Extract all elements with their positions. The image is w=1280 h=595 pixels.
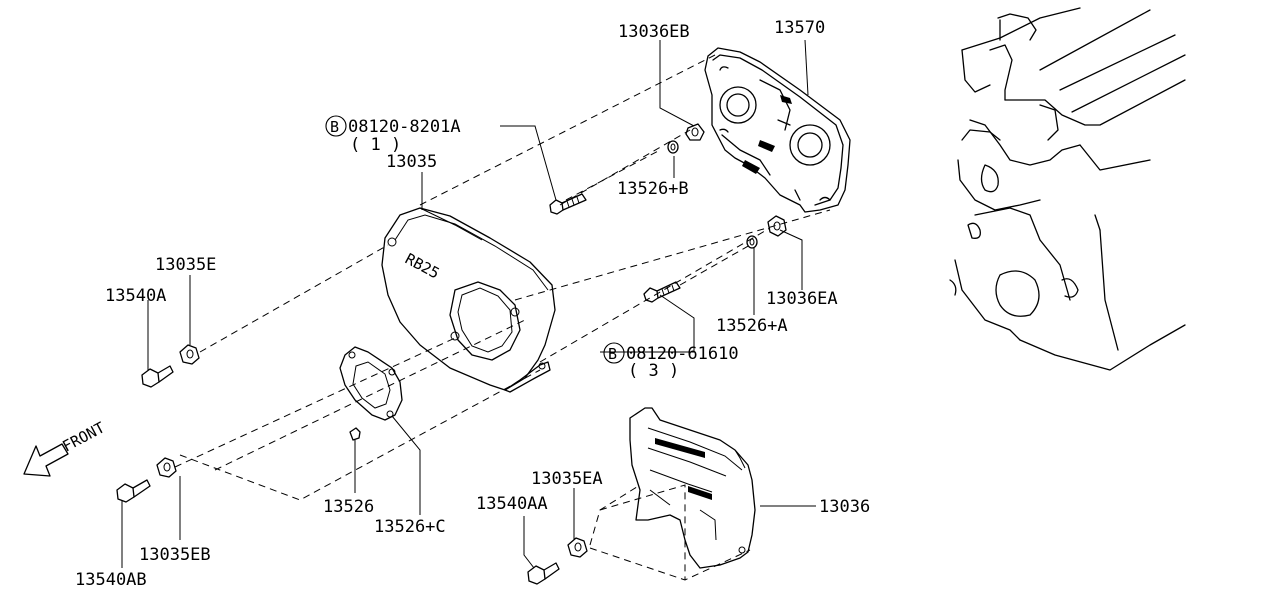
label-13540AA: 13540AA xyxy=(476,494,548,514)
label-13526C: 13526+C xyxy=(374,517,446,537)
engine-block-illustration xyxy=(949,7,1186,371)
label-13540A: 13540A xyxy=(105,286,166,306)
label-13526B: 13526+B xyxy=(617,179,689,199)
bolt-13540AB xyxy=(116,479,151,503)
gasket-13526C xyxy=(339,346,403,421)
label-13035EA: 13035EA xyxy=(531,469,603,489)
grommet-13036EB xyxy=(685,123,705,141)
washer-13526B xyxy=(667,140,679,154)
bolt-13540A xyxy=(141,365,174,388)
label-13035EB: 13035EB xyxy=(139,545,211,565)
leader-lines xyxy=(121,39,816,569)
front-cover-13035: RB25 xyxy=(381,207,556,393)
grommet-13035EB xyxy=(156,457,177,478)
front-direction-arrow: FRONT xyxy=(23,418,108,477)
grommet-13035EA xyxy=(567,537,588,558)
back-plate-13570 xyxy=(704,47,851,213)
label-08120-8201A: 08120-8201A xyxy=(348,117,461,137)
bolt-b-symbol-2: B xyxy=(608,345,617,363)
label-13036EA: 13036EA xyxy=(766,289,838,309)
label-13036: 13036 xyxy=(819,497,870,517)
label-13035: 13035 xyxy=(386,152,437,172)
label-13035E: 13035E xyxy=(155,255,216,275)
label-qty-1: ( 1 ) xyxy=(350,135,401,155)
bolt-callout-08120-61610: B 08120-61610 ( 3 ) xyxy=(603,342,739,381)
label-13036EB: 13036EB xyxy=(618,22,690,42)
front-label: FRONT xyxy=(59,418,107,455)
label-13526: 13526 xyxy=(323,497,374,517)
bolt-b-symbol-1: B xyxy=(330,118,339,136)
label-13570: 13570 xyxy=(774,18,825,38)
label-qty-3: ( 3 ) xyxy=(628,361,679,381)
bolt-callout-08120-8201A: B 08120-8201A ( 1 ) xyxy=(325,115,461,155)
grommet-13036EA xyxy=(767,215,787,237)
grommet-13035E xyxy=(179,344,200,365)
cover-badge-text: RB25 xyxy=(402,250,442,283)
label-13526A: 13526+A xyxy=(716,316,788,336)
lower-cover-13036 xyxy=(629,407,756,569)
bolt-13540AA xyxy=(527,562,560,585)
assembly-guide-lines xyxy=(174,54,831,581)
plug-13526 xyxy=(349,427,361,441)
label-08120-61610: 08120-61610 xyxy=(626,344,739,364)
label-13540AB: 13540AB xyxy=(75,570,147,590)
bolt-08120-61610 xyxy=(643,281,681,303)
